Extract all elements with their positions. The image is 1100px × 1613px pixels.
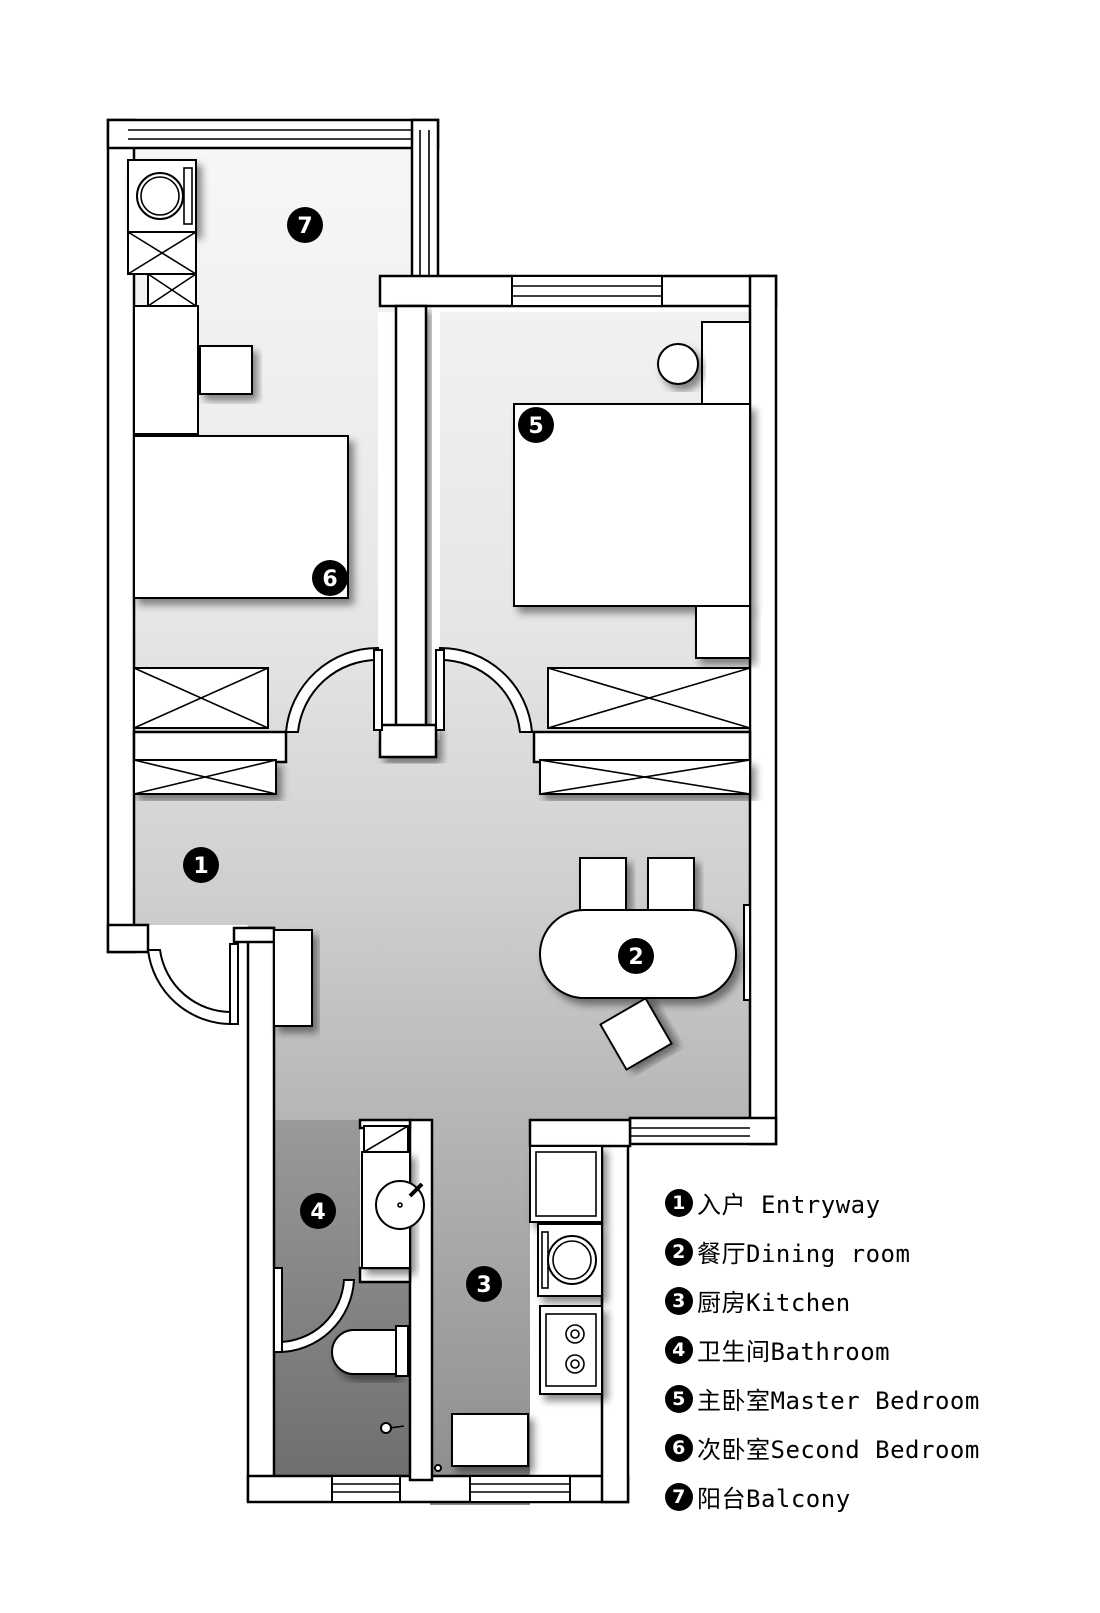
room-badge-1: 1 bbox=[183, 847, 219, 883]
room-badge-3: 3 bbox=[466, 1266, 502, 1302]
legend-number-badge: 4 bbox=[665, 1336, 693, 1364]
svg-text:1: 1 bbox=[193, 854, 208, 879]
svg-text:5: 5 bbox=[528, 414, 543, 439]
legend-label: 次卧室Second Bedroom bbox=[697, 1436, 980, 1464]
svg-text:6: 6 bbox=[322, 567, 337, 592]
room-badge-7: 7 bbox=[287, 207, 323, 243]
legend-label: 厨房Kitchen bbox=[697, 1289, 851, 1317]
legend-label: 阳台Balcony bbox=[697, 1485, 851, 1513]
room-badge-6: 6 bbox=[312, 560, 348, 596]
bathroom-fixtures bbox=[273, 1125, 425, 1434]
svg-text:3: 3 bbox=[476, 1273, 491, 1298]
legend-number-badge: 1 bbox=[665, 1189, 693, 1217]
room-badge-5: 5 bbox=[518, 407, 554, 443]
room-badge-4: 4 bbox=[300, 1193, 336, 1229]
entry-fixtures bbox=[146, 929, 313, 1027]
master-bedroom-furniture bbox=[435, 321, 751, 795]
legend-label: 餐厅Dining room bbox=[697, 1240, 911, 1268]
balcony-fixtures bbox=[127, 159, 253, 435]
svg-text:7: 7 bbox=[297, 214, 312, 239]
svg-text:2: 2 bbox=[628, 945, 643, 970]
legend-number-badge: 6 bbox=[665, 1434, 693, 1462]
svg-text:4: 4 bbox=[310, 1200, 325, 1225]
legend-number-badge: 5 bbox=[665, 1385, 693, 1413]
legend-label: 主卧室Master Bedroom bbox=[697, 1387, 980, 1415]
kitchen-fixtures bbox=[434, 1145, 603, 1472]
legend-number-badge: 2 bbox=[665, 1238, 693, 1266]
second-bedroom-furniture bbox=[133, 435, 383, 795]
room-badge-2: 2 bbox=[618, 938, 654, 974]
legend-number-badge: 3 bbox=[665, 1287, 693, 1315]
outer-walls bbox=[106, 118, 778, 1504]
legend-label: 卫生间Bathroom bbox=[697, 1338, 891, 1366]
legend-label: 入户 Entryway bbox=[697, 1191, 881, 1219]
legend-number-badge: 7 bbox=[665, 1483, 693, 1511]
room-badges: 1 2 3 4 5 6 7 bbox=[183, 207, 654, 1302]
